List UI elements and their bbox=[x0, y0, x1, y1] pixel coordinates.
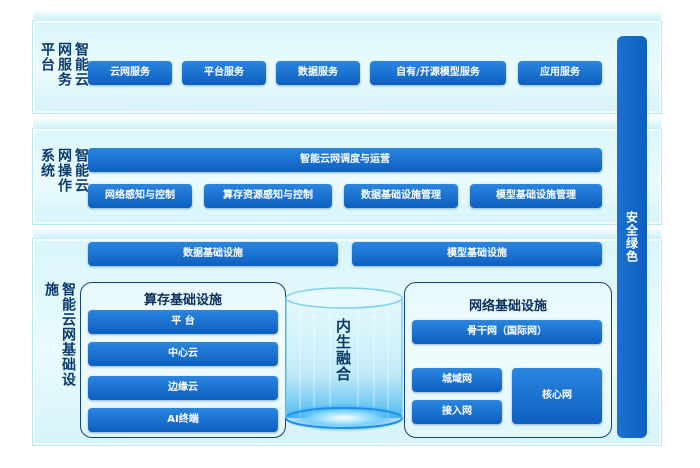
fusion-cylinder bbox=[282, 287, 406, 432]
access-network[interactable]: 接入网 bbox=[412, 400, 502, 424]
core-network[interactable]: 核心网 bbox=[512, 368, 602, 424]
model-infrastructure[interactable]: 模型基础设施 bbox=[352, 242, 602, 266]
operating-system-label: 智能云网操作系统 bbox=[39, 148, 89, 193]
service-platform[interactable]: 平台服务 bbox=[182, 61, 266, 85]
compute-storage-title: 算存基础设施 bbox=[143, 293, 222, 308]
metro-network[interactable]: 城域网 bbox=[412, 368, 502, 392]
service-models[interactable]: 自有/开源模型服务 bbox=[370, 61, 506, 85]
model-infra-management[interactable]: 模型基础设施管理 bbox=[470, 184, 602, 208]
compute-platform[interactable]: 平 台 bbox=[88, 310, 278, 334]
compute-resource-control[interactable]: 算存资源感知与控制 bbox=[204, 184, 332, 208]
layer-top-face bbox=[33, 11, 661, 21]
service-data[interactable]: 数据服务 bbox=[276, 61, 360, 85]
network-sensing-control[interactable]: 网络感知与控制 bbox=[88, 184, 192, 208]
infrastructure-label: 智能云网基础设施 bbox=[43, 282, 76, 387]
service-platform-label: 智能云网服务平台 bbox=[39, 42, 89, 87]
compute-central-cloud[interactable]: 中心云 bbox=[88, 342, 278, 366]
compute-edge-cloud[interactable]: 边缘云 bbox=[88, 376, 278, 400]
data-infrastructure[interactable]: 数据基础设施 bbox=[88, 242, 338, 266]
network-title: 网络基础设施 bbox=[468, 299, 547, 314]
security-green-bar[interactable]: 安全绿色 bbox=[617, 36, 647, 438]
backbone-network[interactable]: 骨干网（国际网） bbox=[412, 320, 602, 344]
scheduling-operations[interactable]: 智能云网调度与运营 bbox=[88, 148, 602, 172]
layer-top-face bbox=[33, 119, 661, 129]
fusion-label: 内生融合 bbox=[334, 318, 352, 382]
data-infra-management[interactable]: 数据基础设施管理 bbox=[344, 184, 458, 208]
service-apps[interactable]: 应用服务 bbox=[518, 61, 602, 85]
compute-ai-terminal[interactable]: AI终端 bbox=[88, 408, 278, 432]
operating-system-layer bbox=[32, 119, 662, 225]
service-cloud-network[interactable]: 云网服务 bbox=[88, 61, 172, 85]
layer-top-face bbox=[33, 229, 661, 239]
